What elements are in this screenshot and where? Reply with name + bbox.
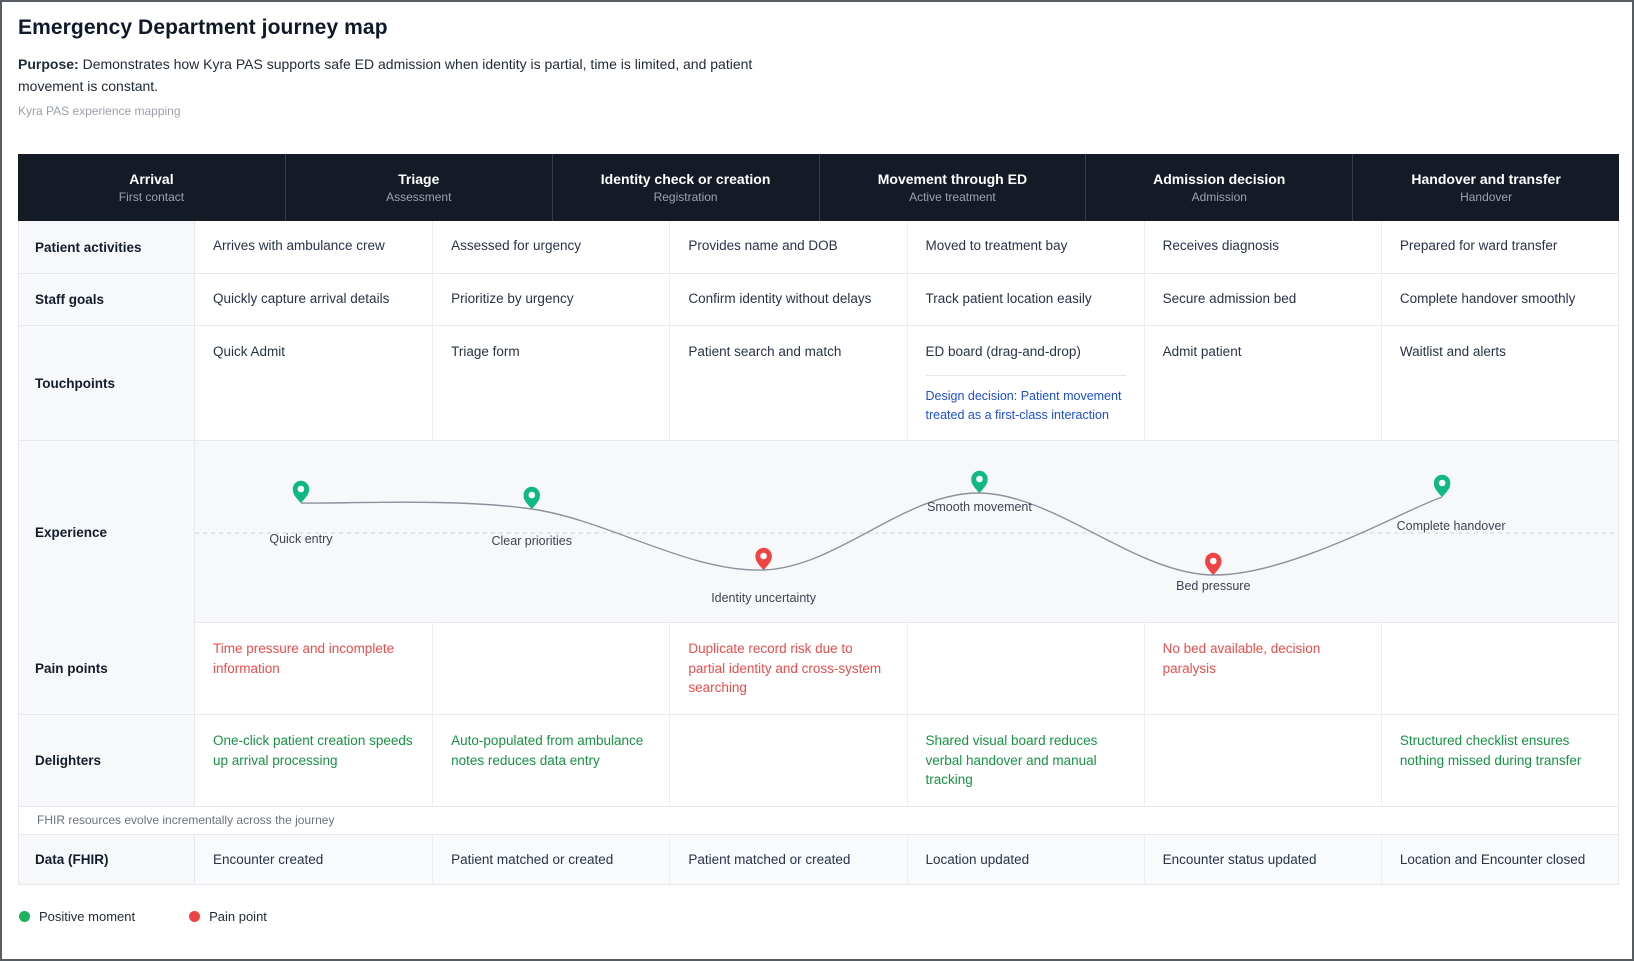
stage-subtitle: First contact	[118, 190, 185, 205]
cell-pain-point: Time pressure and incomplete information	[213, 641, 395, 676]
cell-fhir-data: Encounter status updated	[1143, 834, 1381, 885]
cell-patient-activity: Prepared for ward transfer	[1380, 221, 1618, 274]
row-label-patient-activities: Patient activities	[19, 221, 195, 274]
page-subtitle: Kyra PAS experience mapping	[18, 104, 181, 119]
stage-title: Identity check or creation	[600, 171, 771, 188]
stage-subtitle: Assessment	[386, 190, 452, 205]
cell-pain-point: Duplicate record risk due to partial ide…	[669, 623, 906, 714]
cell-delighter: Structured checklist ensures nothing mis…	[1380, 714, 1618, 806]
stage-title: Arrival	[129, 171, 174, 188]
cell-staff-goal: Secure admission bed	[1143, 274, 1381, 326]
row-label-touchpoints: Touchpoints	[19, 326, 195, 441]
legend-label: Pain point	[209, 909, 267, 925]
cell-delighter: One-click patient creation speeds up arr…	[213, 732, 413, 768]
svg-text:Bed pressure: Bed pressure	[1176, 579, 1250, 593]
stage-title: Triage	[398, 171, 440, 188]
row-label-data-fhir: Data (FHIR)	[19, 834, 195, 885]
stage-arrival: Arrival First contact	[18, 154, 285, 221]
cell-fhir-data: Patient matched or created	[432, 834, 670, 885]
stage-subtitle: Registration	[653, 190, 718, 205]
row-touchpoints: Touchpoints Quick Admit Triage form Pati…	[19, 325, 1618, 441]
stage-subtitle: Admission	[1191, 190, 1247, 205]
cell-patient-activity: Provides name and DOB	[669, 221, 906, 274]
touchpoint-text: ED board (drag-and-drop)	[925, 344, 1081, 360]
svg-text:Clear priorities: Clear priorities	[492, 534, 572, 548]
cell-pain-point: No bed available, decision paralysis	[1143, 623, 1381, 714]
cell-staff-goal: Quickly capture arrival details	[213, 291, 390, 307]
cell-patient-activity: Moved to treatment bay	[906, 221, 1144, 274]
positive-moment-dot-icon	[19, 911, 30, 923]
stage-movement: Movement through ED Active treatment	[818, 154, 1086, 222]
pain-point-dot-icon	[189, 911, 201, 923]
row-pain-points: Pain points Time pressure and incomplete…	[19, 622, 1618, 714]
stage-triage: Triage Assessment	[284, 154, 552, 222]
row-label-staff-goals: Staff goals	[19, 274, 195, 326]
row-staff-goals: Staff goals Quickly capture arrival deta…	[19, 273, 1618, 326]
cell-touchpoint: Waitlist and alerts	[1380, 326, 1618, 441]
cell-patient-activity: Receives diagnosis	[1143, 221, 1381, 274]
cell-patient-activity: Arrives with ambulance crew	[213, 238, 385, 254]
stage-header-row: Arrival First contact Triage Assessment …	[18, 154, 1619, 222]
cell-pain-point	[1380, 623, 1618, 714]
fhir-note-row: FHIR resources evolve incrementally acro…	[19, 805, 1618, 834]
cell-touchpoint: Patient search and match	[669, 326, 906, 441]
row-patient-activities: Patient activities Arrives with ambulanc…	[19, 221, 1618, 274]
purpose-label: Purpose:	[18, 56, 79, 72]
cell-fhir-data: Location updated	[906, 834, 1144, 885]
row-delighters: Delighters One-click patient creation sp…	[19, 713, 1618, 806]
cell-fhir-data: Location and Encounter closed	[1380, 834, 1618, 885]
legend-item-pain: Pain point	[189, 909, 267, 924]
fhir-note-text: FHIR resources evolve incrementally acro…	[37, 812, 335, 827]
cell-fhir-data: Patient matched or created	[669, 834, 907, 885]
cell-pain-point	[906, 623, 1144, 714]
stage-subtitle: Handover	[1460, 190, 1513, 205]
stage-admission-decision: Admission decision Admission	[1085, 154, 1352, 222]
cell-delighter	[669, 714, 906, 806]
svg-text:Complete handover: Complete handover	[1397, 519, 1506, 533]
stage-subtitle: Active treatment	[909, 190, 996, 205]
cell-delighter: Shared visual board reduces verbal hando…	[906, 714, 1144, 806]
page-title: Emergency Department journey map	[18, 16, 388, 39]
cell-touchpoint: Triage form	[432, 326, 669, 441]
row-label-experience: Experience	[19, 441, 195, 624]
cell-touchpoint: Admit patient	[1143, 326, 1381, 441]
stage-handover: Handover and transfer Handover	[1352, 154, 1619, 222]
svg-text:Smooth movement: Smooth movement	[927, 500, 1032, 514]
svg-text:Quick entry: Quick entry	[269, 532, 333, 546]
row-label-delighters: Delighters	[19, 714, 195, 806]
cell-fhir-data: Encounter created	[195, 834, 433, 885]
design-decision-note: Design decision: Patient movement treate…	[925, 388, 1122, 422]
divider	[925, 374, 1126, 376]
legend-label: Positive moment	[39, 909, 136, 925]
journey-map-table: Arrival First contact Triage Assessment …	[18, 154, 1619, 886]
cell-staff-goal: Confirm identity without delays	[669, 274, 906, 326]
cell-staff-goal: Track patient location easily	[906, 274, 1144, 326]
cell-touchpoint-ed-board: ED board (drag-and-drop) Design decision…	[906, 326, 1144, 441]
cell-delighter	[1143, 714, 1381, 806]
legend-item-positive: Positive moment	[19, 909, 135, 924]
legend: Positive moment Pain point	[19, 909, 1616, 924]
journey-map-body: Patient activities Arrives with ambulanc…	[18, 221, 1619, 886]
cell-touchpoint: Quick Admit	[213, 344, 286, 360]
cell-staff-goal: Complete handover smoothly	[1380, 274, 1618, 326]
svg-text:Identity uncertainty: Identity uncertainty	[711, 591, 817, 605]
purpose-text: Purpose: Demonstrates how Kyra PAS suppo…	[18, 53, 760, 97]
purpose-body: Demonstrates how Kyra PAS supports safe …	[18, 56, 753, 95]
cell-pain-point	[432, 623, 669, 714]
stage-title: Admission decision	[1153, 171, 1286, 188]
row-data-fhir: Data (FHIR) Encounter created Patient ma…	[19, 833, 1618, 885]
stage-title: Handover and transfer	[1411, 171, 1561, 188]
cell-delighter: Auto-populated from ambulance notes redu…	[432, 714, 669, 806]
row-label-pain-points: Pain points	[19, 623, 195, 714]
cell-patient-activity: Assessed for urgency	[432, 221, 669, 274]
stage-title: Movement through ED	[877, 171, 1028, 188]
stage-identity-check: Identity check or creation Registration	[551, 154, 819, 222]
cell-staff-goal: Prioritize by urgency	[432, 274, 669, 326]
